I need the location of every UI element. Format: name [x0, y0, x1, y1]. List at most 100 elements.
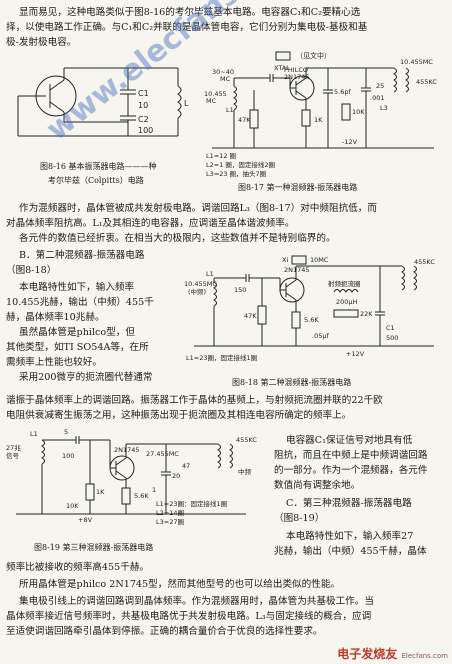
figure-8-19-caption: 图8-19 第三种混频器-振荡器电路: [34, 543, 154, 552]
paragraph-line: 所用晶体管是philco 2N1745型，然而其他型号的也可以给出类似的性能。: [19, 579, 341, 590]
label-transistor: 2N1745: [284, 73, 310, 81]
label-note-2: L2=14圈: [156, 509, 184, 517]
label-plus-8v: +8V: [78, 516, 93, 524]
logo-sub: Elecfans.com: [401, 652, 448, 660]
label-l1: L1: [206, 270, 214, 278]
label-c2: C2: [138, 115, 149, 124]
paragraph-line: 兆赫，输出（中频）455千赫，晶体: [274, 546, 427, 557]
figure-8-16: C1 10 C2 100 L: [17, 67, 189, 137]
label-note-3: L3=23 圈，抽头7圈: [206, 169, 266, 178]
label-input-27: 27兆: [6, 443, 21, 452]
label-20: 20: [172, 472, 180, 480]
paragraph-line: 对晶体频率阻抗高。L₁及其相连的电容器，应调谐至晶体谐波频率。: [6, 218, 295, 229]
figure-8-17: （见文中） XTAL 30~40 MC 10.455 MC L1 47K PHI…: [204, 51, 437, 178]
label-5: 5: [64, 428, 68, 436]
label-out: 455KC: [416, 78, 437, 86]
label-5-6pf: 5.6pf: [334, 88, 351, 96]
label-l1: L1: [226, 106, 234, 114]
paragraph-line: 集电极引线上的调谐回路调到晶体频率。作为混频器用时，晶体管为共基极工作。当: [19, 596, 374, 607]
label-xi: Xi: [282, 256, 288, 264]
label-out: 455KC: [236, 436, 257, 444]
label-xtal-10mc: 10MC: [310, 256, 329, 264]
site-logo: 电子发烧友 Elecfans.com: [337, 645, 448, 662]
label-l3: L3: [380, 104, 388, 112]
label-choke-uh: 200μH: [336, 298, 358, 306]
label-30-40: 30~40: [212, 68, 234, 76]
logo-main: 电子发烧友: [337, 647, 398, 661]
label-l: L: [184, 99, 189, 108]
paragraph-line: 的一部分。作为一个混频器，各元件: [274, 465, 428, 476]
label-transistor: 2N1745: [284, 266, 310, 274]
paragraph-line: 显而易见，这种电路类似于图8-16的考尔毕兹基本电路。电容器C₁和C₂要精心选: [19, 7, 361, 18]
paragraph-line: 采用200微亨的扼流圈代替通常: [19, 372, 153, 383]
label-xtal: 27.455MC: [146, 450, 179, 458]
label-input-if: (中频): [188, 287, 206, 296]
label-note-3: L3=27圈: [156, 518, 184, 526]
label-47k: 47K: [244, 312, 257, 320]
paragraph-line: 赫，晶体频率10兆赫。: [6, 312, 105, 323]
label-transistor: 2N1745: [114, 446, 140, 454]
label-10k: 10K: [352, 108, 365, 116]
section-b-title: B．第二种混频器-振荡器电路: [19, 250, 145, 261]
label-1k: 1K: [96, 488, 105, 496]
paragraph-line: 谐振于晶体频率上的调谐回路。振荡器工作于晶体的基频上，与射频扼流圈并联的22千欧: [6, 395, 383, 406]
label-1k: 1K: [314, 116, 323, 124]
label-out: 455KC: [414, 258, 435, 266]
label-note-2: L2=1 圈，固定接线2圈: [206, 160, 275, 169]
paragraph-line: 本电路特性如下，输入频率27: [286, 531, 414, 542]
label-c1: C1: [386, 324, 395, 332]
label-25: 25: [376, 82, 384, 90]
figure-8-19: 27兆 信号 L1 5 100 1K 2N1745 5.6K 10K 27.45…: [6, 428, 257, 526]
figure-8-16-caption-2: 考尔毕兹（Colpitts）电路: [48, 176, 144, 185]
paragraph-line: 至适使调谐回路牵引晶体到停振。正确的耦合量价合于优良的选择性要求。: [6, 626, 323, 637]
label-in-mc: MC: [206, 97, 217, 105]
figure-8-18: Xi 10MC 10.455MC (中频) L1 150 47K 2N1745 …: [184, 255, 435, 362]
figure-8-17-caption: 图8-17 第一种混频器-振荡器电路: [238, 183, 358, 192]
paragraph-line: 作为混频器时，晶体管被成共发射极电路。调谐回路L₃（图8-17）对中频阻抗低，而: [19, 203, 377, 214]
label-c1: C1: [138, 89, 149, 98]
paragraph-line: 择，以使电路工作正确。与C₁和C₂并联的是晶体管电容，它们分别为集电极-基极和基: [6, 22, 368, 33]
figure-8-16-caption: 图8-16 基本振荡器电路———种: [40, 162, 157, 171]
paragraph-line: 数值尚有调整余地。: [274, 480, 361, 491]
label-22k: 22K: [360, 310, 373, 318]
label-5-6k: 5.6K: [134, 492, 149, 500]
label-150: 150: [234, 286, 246, 294]
label-05uf: .05μf: [312, 332, 329, 340]
label-47: 47: [182, 462, 190, 470]
label-philco: PHILCO: [284, 66, 308, 74]
section-c-title: C．第三种混频器-振荡器电路: [286, 498, 412, 509]
paragraph-line: 电容器C₁保证信号对地具有低: [286, 435, 413, 446]
label-10: 10: [138, 101, 148, 110]
label-crystal-note: （见文中）: [296, 51, 331, 60]
label-note-1: L1=12 圈: [206, 152, 236, 160]
section-b-ref: （图8-18）: [6, 265, 57, 276]
label-minus-12v: -12V: [342, 138, 358, 146]
paragraph-line: 本电路特性如下，输入频率: [19, 282, 135, 293]
label-note: L1=23圈，固定接线1圈: [186, 353, 257, 362]
paragraph-line: 10.455兆赫，输出（中频）455千: [6, 297, 154, 308]
label-l1: L1: [30, 430, 38, 438]
label-001: .001: [370, 94, 384, 102]
section-c-ref: （图8-19）: [274, 513, 325, 524]
label-choke: 射频扼流圈: [328, 279, 361, 288]
label-100: 100: [138, 126, 153, 135]
label-10k: 10K: [66, 502, 79, 510]
paragraph-line: 极-发射极电容。: [6, 37, 77, 48]
label-note-1: L1=23圈：固定接线1圈: [156, 499, 227, 508]
label-plus-12v: +12V: [346, 350, 365, 358]
label-xtal: XTAL: [274, 64, 290, 72]
paragraph-line: 需频率上性能也较好。: [6, 357, 102, 368]
label-input-signal: 信号: [6, 451, 20, 460]
label-47k: 47K: [238, 116, 251, 124]
label-100: 100: [62, 452, 74, 460]
label-1: 1: [152, 486, 156, 494]
label-500: 500: [386, 334, 398, 342]
paragraph-line: 阻抗，而且在中频上是中频调谐回路: [274, 450, 428, 461]
paragraph-line: 其他类型，如TI SO54A等，在所: [6, 342, 149, 353]
label-in-freq: 10.455: [204, 90, 227, 98]
paragraph-line: 电阻供衰减寄生振荡之用，这种振荡出现于扼流圈及其相连电容所确定的频率上。: [6, 410, 352, 421]
label-mc: MC: [220, 75, 231, 83]
paragraph-line: 频率比被接收的频率高455千赫。: [6, 562, 150, 573]
label-out-freq: 10.455MC: [400, 58, 433, 66]
paragraph-line: 各元件的数值已经折衷。在相当大的极限内，这些数值并不是特别临界的。: [19, 233, 336, 244]
